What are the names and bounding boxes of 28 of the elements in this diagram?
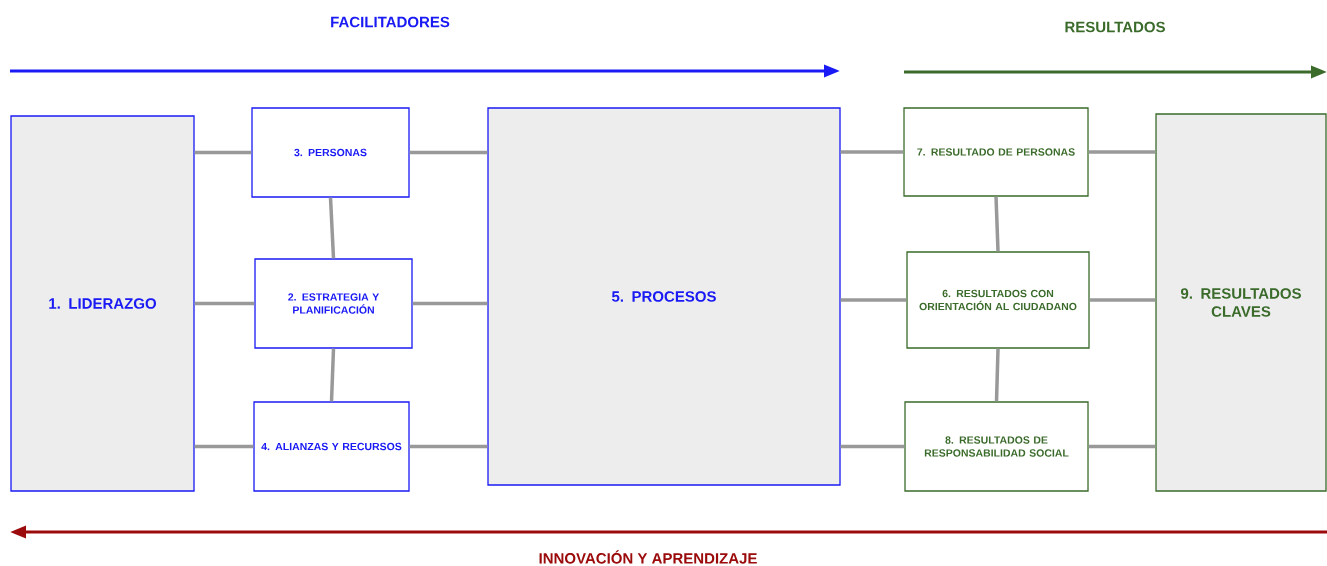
criterion-box: 3. PERSONAS: [251, 107, 410, 198]
connector-line: [840, 150, 904, 154]
connector-line: [194, 150, 252, 155]
section-heading: INNOVACIÓN Y APRENDIZAJE: [539, 550, 757, 564]
criterion-box: 2. ESTRATEGIA Y PLANIFICACIÓN: [254, 258, 413, 349]
connector-line: [328, 197, 336, 259]
connector-line: [994, 348, 1000, 402]
connector-line: [412, 301, 488, 306]
connector-line: [194, 301, 255, 306]
criterion-box: 4. ALIANZAS Y RECURSOS: [253, 401, 410, 492]
category-panel: 5. PROCESOS: [487, 107, 841, 486]
connector-line: [409, 444, 488, 449]
category-panel: 1. LIDERAZGO: [10, 115, 195, 492]
connector-line: [409, 150, 488, 155]
connector-line: [329, 348, 336, 402]
connector-line: [1089, 298, 1156, 302]
category-panel: 9. RESULTADOS CLAVES: [1155, 113, 1327, 492]
criterion-box: 8. RESULTADOS DE RESPONSABILIDAD SOCIAL: [904, 401, 1089, 492]
connector-line: [1088, 150, 1156, 154]
criterion-box: 6. RESULTADOS CON ORIENTACIÓN AL CIUDADANO: [906, 251, 1090, 349]
connector-line: [994, 196, 1000, 252]
connector-line: [194, 444, 254, 449]
section-heading: FACILITADORES: [331, 16, 450, 28]
connector-line: [840, 298, 907, 302]
criterion-box: 7. RESULTADO DE PERSONAS: [903, 107, 1089, 197]
connector-line: [1088, 444, 1156, 449]
connector-line: [840, 444, 905, 449]
section-heading: RESULTADOS: [1065, 21, 1165, 33]
